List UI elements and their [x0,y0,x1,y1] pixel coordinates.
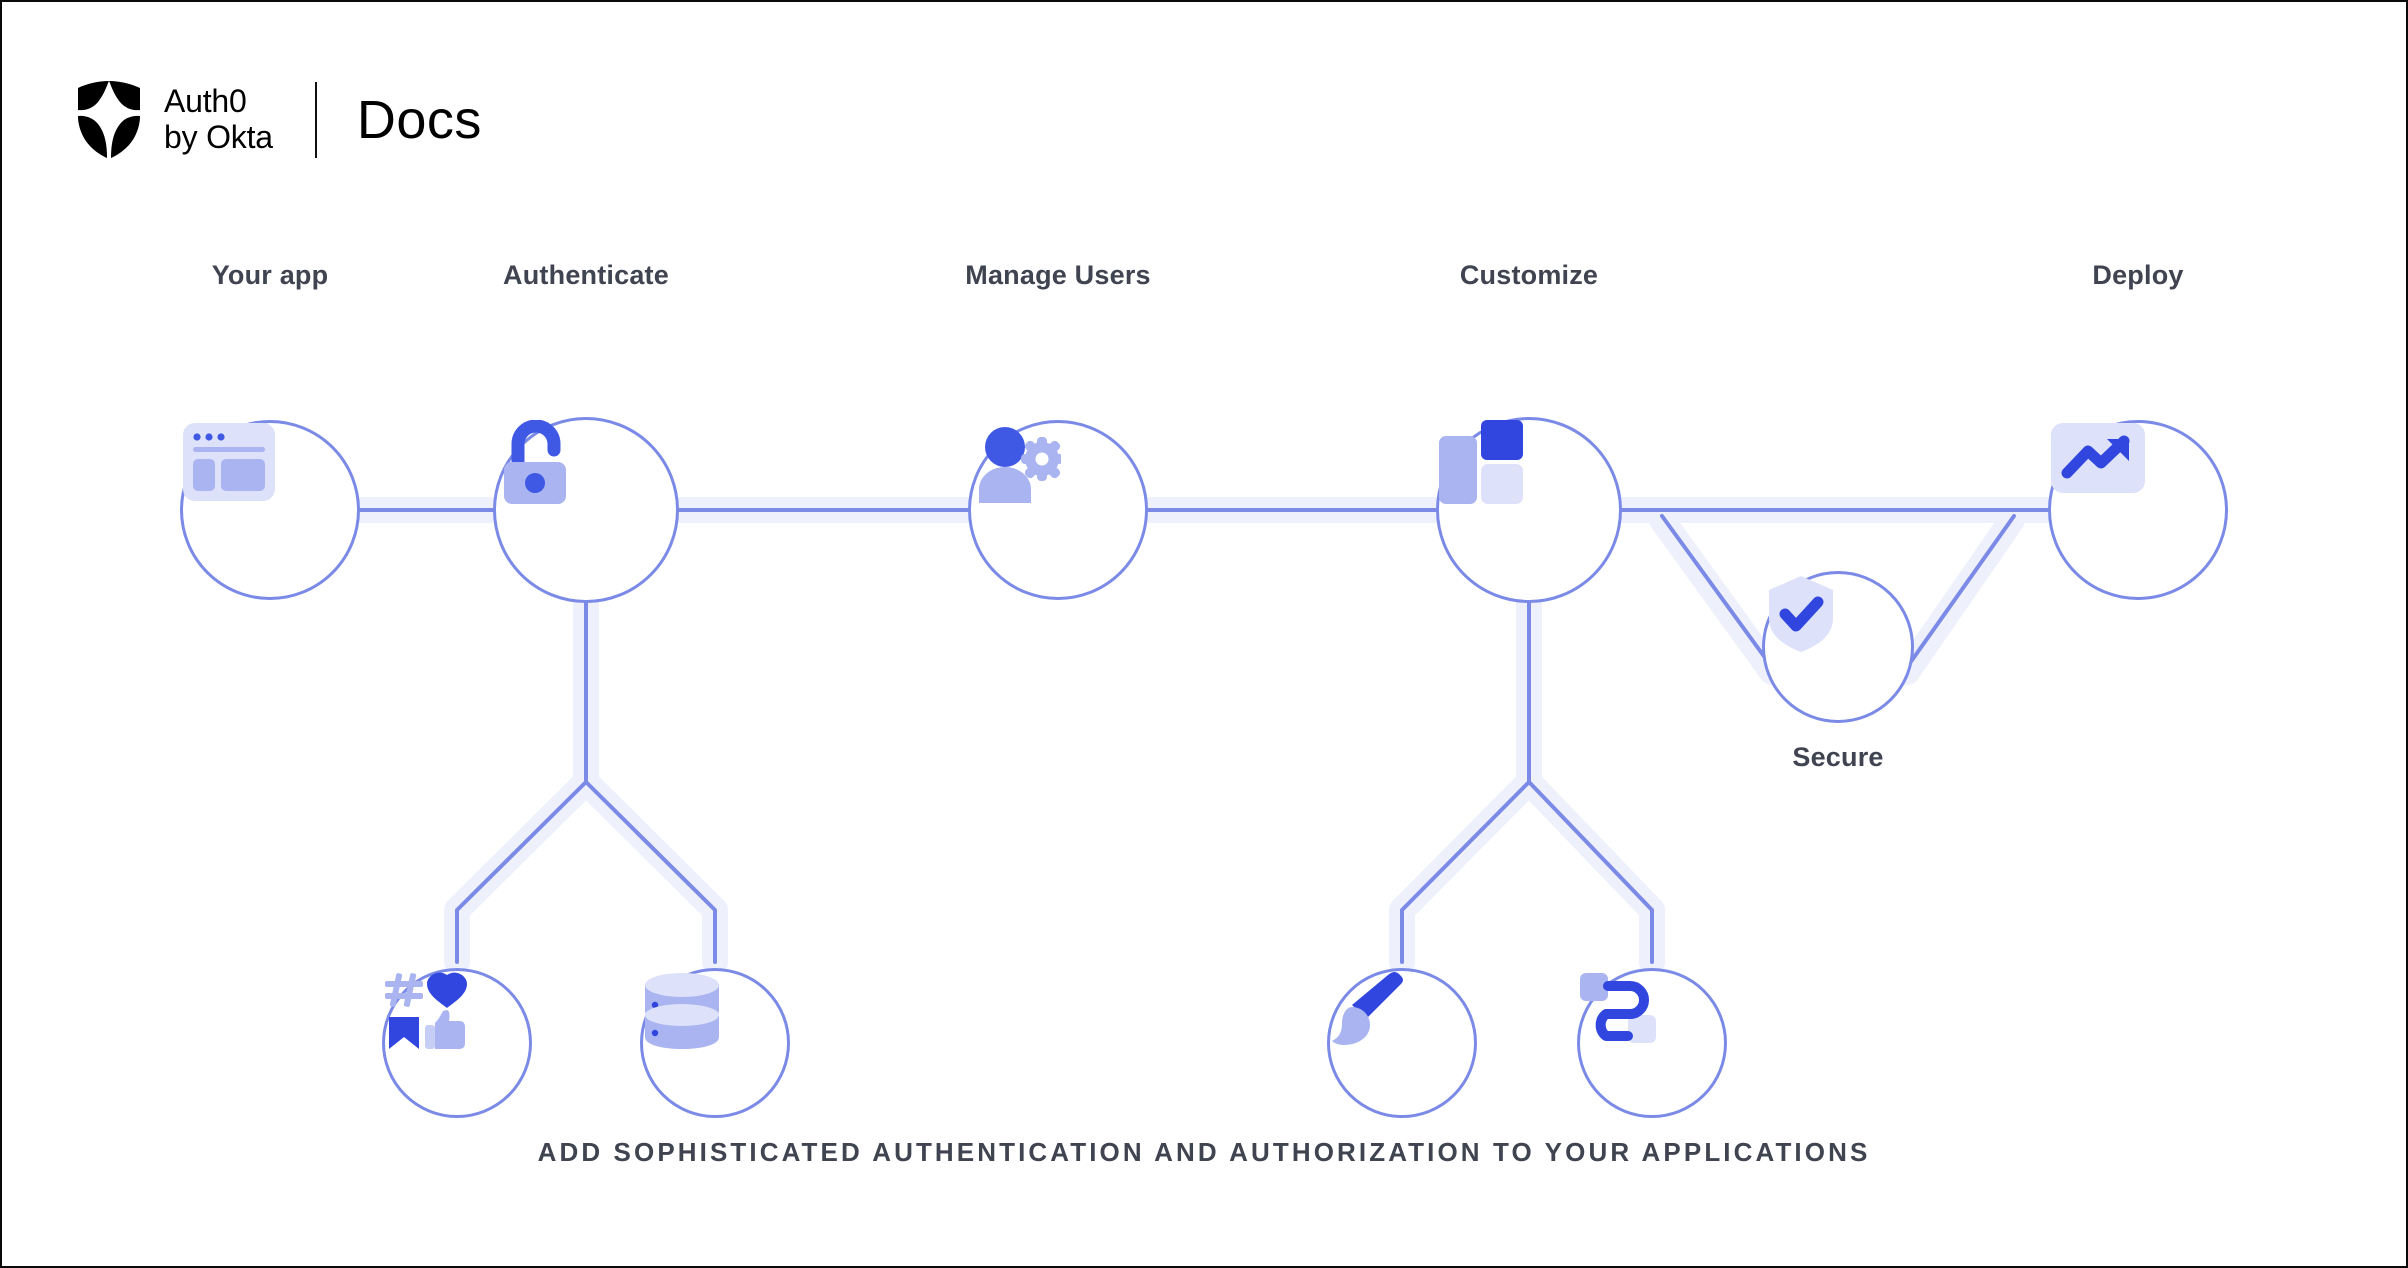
node-customize[interactable] [1436,417,1622,603]
site-header: Auth0 by Okta Docs [76,80,482,160]
blocks-icon [1439,420,1523,504]
social-icons [385,972,467,1049]
brand-name-line2: by Okta [164,119,273,155]
node-database[interactable] [640,968,790,1118]
trending-up-icon [2051,423,2145,493]
label-deploy: Deploy [2092,260,2184,290]
database-icon [645,973,719,1049]
label-secure: Secure [1792,742,1884,772]
brand-wordmark: Auth0 by Okta [164,83,273,156]
node-manage-users[interactable] [968,420,1148,600]
diagram-caption: ADD SOPHISTICATED AUTHENTICATION AND AUT… [537,1137,1871,1167]
node-flows[interactable] [1577,968,1727,1118]
connector-lines [257,497,2151,975]
node-secure[interactable] [1762,571,1914,723]
node-branding[interactable] [1327,968,1477,1118]
open-padlock-icon [504,420,566,504]
node-social[interactable] [382,968,532,1118]
paintbrush-icon [1332,972,1403,1045]
auth0-shield-icon [78,81,140,158]
label-customize: Customize [1459,260,1599,290]
product-title: Docs [356,90,482,150]
node-your-app[interactable] [180,420,360,600]
shield-check-icon [1769,576,1833,652]
label-your-app: Your app [211,260,329,290]
flow-connector-icon [1580,973,1656,1043]
browser-window-icon [183,423,275,501]
brand-name-line1: Auth0 [164,83,247,120]
label-manage-users: Manage Users [965,260,1151,290]
architecture-diagram: Your app Authenticate Manage Users Custo… [2,260,2408,1182]
node-authenticate[interactable] [493,417,679,603]
label-authenticate: Authenticate [503,260,669,290]
user-gear-icon [979,427,1061,503]
node-deploy[interactable] [2048,420,2228,600]
header-divider [314,82,317,158]
